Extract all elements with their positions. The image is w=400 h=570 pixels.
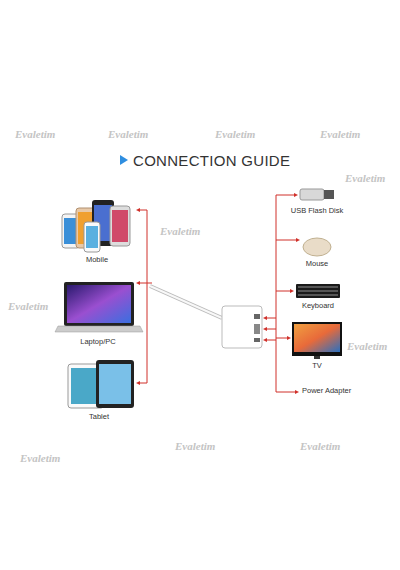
cable	[150, 286, 222, 318]
watermark: Evaletim	[20, 452, 60, 465]
device-label: Mobile	[86, 256, 108, 265]
diagram-title: CONNECTION GUIDE	[133, 152, 290, 169]
device-label: Laptop/PC	[80, 338, 115, 347]
tablet-icon	[68, 360, 134, 408]
device-label: Keyboard	[302, 302, 334, 311]
watermark: Evaletim	[300, 440, 340, 453]
watermark: Evaletim	[160, 225, 200, 238]
leader-line	[265, 195, 298, 392]
mouse-icon	[303, 238, 331, 256]
watermark: Evaletim	[215, 128, 255, 141]
watermark: Evaletim	[347, 340, 387, 353]
device-label: Tablet	[89, 413, 109, 422]
tv-icon	[292, 322, 342, 359]
device-label: Power Adapter	[302, 387, 351, 396]
watermark: Evaletim	[175, 440, 215, 453]
watermark: Evaletim	[345, 172, 385, 185]
adapter-icon	[222, 306, 262, 348]
device-label: USB Flash Disk	[291, 207, 344, 216]
arrow-head	[263, 193, 300, 394]
watermark: Evaletim	[108, 128, 148, 141]
laptop-icon	[55, 282, 143, 332]
title-marker	[120, 155, 128, 165]
device-label: Mouse	[306, 260, 329, 269]
leader-line	[138, 210, 152, 383]
watermark: Evaletim	[15, 128, 55, 141]
watermark: Evaletim	[320, 128, 360, 141]
mobile-icon	[62, 200, 130, 252]
cable	[150, 286, 222, 318]
device-label: TV	[312, 362, 322, 371]
usb-disk-icon	[300, 189, 334, 200]
keyboard-icon	[296, 284, 340, 298]
arrow-head	[136, 208, 140, 385]
watermark: Evaletim	[8, 300, 48, 313]
